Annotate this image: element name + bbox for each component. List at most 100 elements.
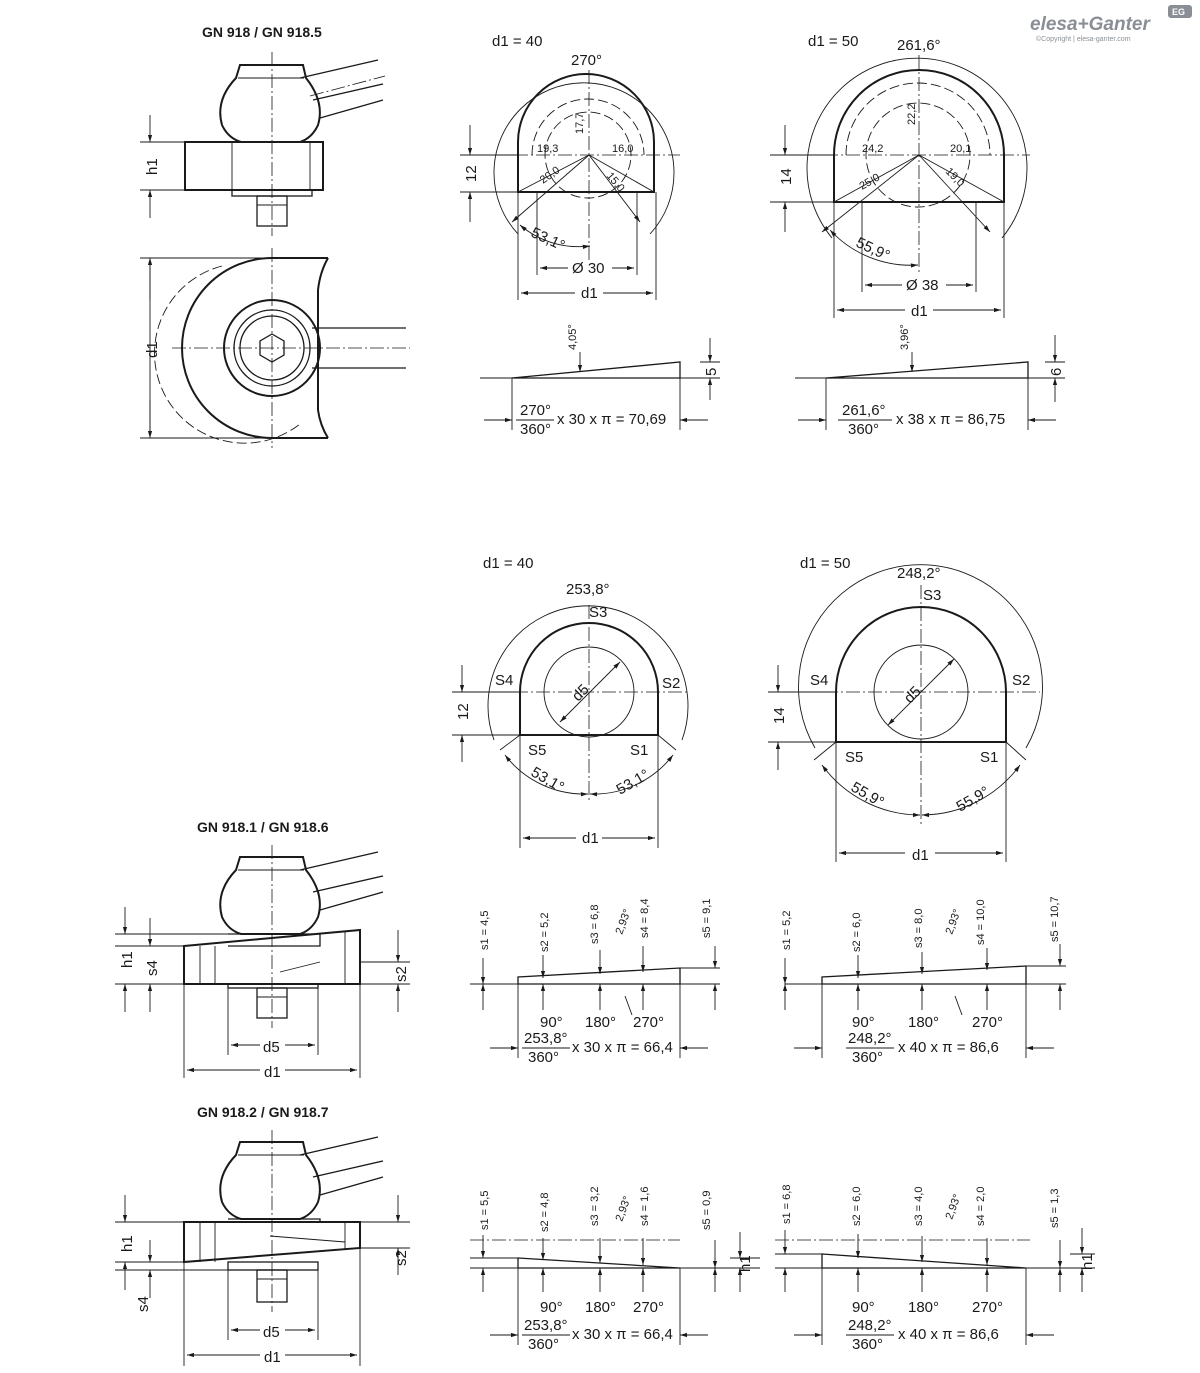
p9182-50-frest: x 40 x π = 86,6 <box>898 1326 999 1343</box>
p9181-50-ang: 2,93° <box>944 908 964 936</box>
mid50-d1: d1 <box>912 847 929 864</box>
mid40-angle-l: 53,1° <box>528 764 567 796</box>
p9181-40-a180: 180° <box>585 1014 616 1031</box>
profile-9181-50: s1 = 5,2 s2 = 6,0 s3 = 8,0 2,93° s4 = 10… <box>781 896 1066 1066</box>
arc-2538: 253,8° <box>566 581 610 598</box>
mid40-s5: S5 <box>528 742 546 759</box>
gn9182-d5: d5 <box>263 1324 280 1341</box>
arc-2616: 261,6° <box>897 37 941 54</box>
p9182-40-a180: 180° <box>585 1299 616 1316</box>
p9181-50-a180: 180° <box>908 1014 939 1031</box>
formula40-den: 360° <box>520 421 551 438</box>
mid50-h14: 14 <box>771 707 788 724</box>
brand-logo: elesa+Ganter ©Copyright | elesa-ganter.c… <box>1030 5 1192 43</box>
mid50-angle-r: 55,9° <box>954 783 993 815</box>
gn9181-s4: s4 <box>144 960 161 976</box>
dim-d1-left: d1 <box>144 341 161 358</box>
val-20-0: 20,0 <box>538 164 562 186</box>
wedge-profile-50: 6 3,96° 261,6° 360° x 38 x π = 86,75 <box>795 324 1065 438</box>
dim-d1-top40: d1 <box>581 285 598 302</box>
mid-view-d1-40: d1 = 40 253,8° d5 S3 S4 S2 S5 S1 12 53,1… <box>452 555 690 848</box>
top-view-d1-40: d1 = 40 270° 17,7 19,3 16,0 20,0 15,0 12… <box>460 33 680 302</box>
gn9181-d5: d5 <box>263 1039 280 1056</box>
val-17-7: 17,7 <box>574 113 586 134</box>
dim-d1-top50: d1 <box>911 303 928 320</box>
p9182-40-fnum: 253,8° <box>524 1317 568 1334</box>
gn918-top-view: d1 <box>140 248 410 448</box>
dim-dia30: Ø 30 <box>572 260 605 277</box>
wedge-h-5: 5 <box>703 368 720 376</box>
p9182-50-fnum: 248,2° <box>848 1317 892 1334</box>
mid40-s1: S1 <box>630 742 648 759</box>
p9181-40-s1: s1 = 4,5 <box>479 911 491 950</box>
mid50-s2: S2 <box>1012 672 1030 689</box>
angle-53-1-top40: 53,1° <box>528 224 567 254</box>
p9182-40-s3: s3 = 3,2 <box>589 1187 601 1226</box>
profile-9182-40: s1 = 5,5 s2 = 4,8 s3 = 3,2 2,93° s4 = 1,… <box>470 1187 760 1353</box>
mid50-angle-l: 55,9° <box>848 779 887 811</box>
mid40-s4: S4 <box>495 672 513 689</box>
mid50-s4: S4 <box>810 672 828 689</box>
formula50-rest: x 38 x π = 86,75 <box>896 411 1005 428</box>
dim-12-top40: 12 <box>463 165 480 182</box>
title-gn9182: GN 918.2 / GN 918.7 <box>197 1104 329 1120</box>
dim-h1-top: h1 <box>144 158 161 175</box>
wedge-h-6: 6 <box>1048 368 1065 376</box>
arc-270: 270° <box>571 52 602 69</box>
p9181-50-s4: s4 = 10,0 <box>975 899 987 945</box>
mid40-d1: d1 <box>582 830 599 847</box>
formula50-num: 261,6° <box>842 402 886 419</box>
label-d1-50: d1 = 50 <box>808 33 858 50</box>
top-view-d1-50: d1 = 50 261,6° 22,2 24,2 20,1 25,0 19,0 … <box>770 33 1030 320</box>
p9182-50-s3: s3 = 4,0 <box>913 1187 925 1226</box>
p9182-40-fden: 360° <box>528 1336 559 1353</box>
p9182-50-fden: 360° <box>852 1336 883 1353</box>
p9181-40-s5: s5 = 9,1 <box>701 899 713 938</box>
mid50-s3: S3 <box>923 587 941 604</box>
profile-9181-40: s1 = 4,5 s2 = 5,2 s3 = 6,8 2,93° s4 = 8,… <box>470 899 720 1066</box>
gn9182-h1: h1 <box>119 1235 136 1252</box>
val-22-2: 22,2 <box>906 104 918 125</box>
mid40-angle-r: 53,1° <box>614 766 653 798</box>
p9181-40-a90: 90° <box>540 1014 563 1031</box>
gn9181-h1: h1 <box>119 951 136 968</box>
p9182-50-a180: 180° <box>908 1299 939 1316</box>
title-gn9181: GN 918.1 / GN 918.6 <box>197 819 329 835</box>
p9181-40-s2: s2 = 5,2 <box>539 913 551 952</box>
p9181-50-fden: 360° <box>852 1049 883 1066</box>
p9181-40-ang: 2,93° <box>614 908 634 936</box>
formula40-num: 270° <box>520 402 551 419</box>
gn918-side-view: h1 <box>140 52 386 236</box>
mid50-s5: S5 <box>845 749 863 766</box>
gn9182-s4: s4 <box>135 1296 152 1312</box>
val-15-0: 15,0 <box>604 170 627 194</box>
val-24-2: 24,2 <box>862 143 883 155</box>
title-gn918: GN 918 / GN 918.5 <box>202 24 322 40</box>
p9181-40-s3: s3 = 6,8 <box>589 905 601 944</box>
brand-copyright: ©Copyright | elesa-ganter.com <box>1036 35 1131 43</box>
dim-14-top50: 14 <box>778 168 795 185</box>
p9182-50-s5: s5 = 1,3 <box>1049 1189 1061 1228</box>
mid40-s3: S3 <box>589 604 607 621</box>
p9181-50-fnum: 248,2° <box>848 1030 892 1047</box>
p9182-50-ang: 2,93° <box>944 1193 964 1221</box>
brand-badge: EG <box>1172 7 1185 17</box>
p9181-50-a90: 90° <box>852 1014 875 1031</box>
p9181-40-frest: x 30 x π = 66,4 <box>572 1039 673 1056</box>
p9182-40-s4: s4 = 1,6 <box>639 1187 651 1226</box>
formula40-rest: x 30 x π = 70,69 <box>557 411 666 428</box>
label-mid-d1-40: d1 = 40 <box>483 555 533 572</box>
p9181-40-fden: 360° <box>528 1049 559 1066</box>
val-19-3: 19,3 <box>537 143 558 155</box>
mid50-s1: S1 <box>980 749 998 766</box>
profile-9182-50: s1 = 6,8 s2 = 6,0 s3 = 4,0 2,93° s4 = 2,… <box>775 1185 1096 1353</box>
formula50-den: 360° <box>848 421 879 438</box>
p9181-50-s1: s1 = 5,2 <box>781 911 793 950</box>
p9181-40-fnum: 253,8° <box>524 1030 568 1047</box>
gn9182-d1: d1 <box>264 1349 281 1366</box>
p9182-40-a270: 270° <box>633 1299 664 1316</box>
p9181-40-s4: s4 = 8,4 <box>639 899 651 938</box>
mid-view-d1-50: d1 = 50 248,2° d5 S3 S4 S2 S5 S1 14 55,9… <box>768 555 1043 864</box>
label-d1-40: d1 = 40 <box>492 33 542 50</box>
